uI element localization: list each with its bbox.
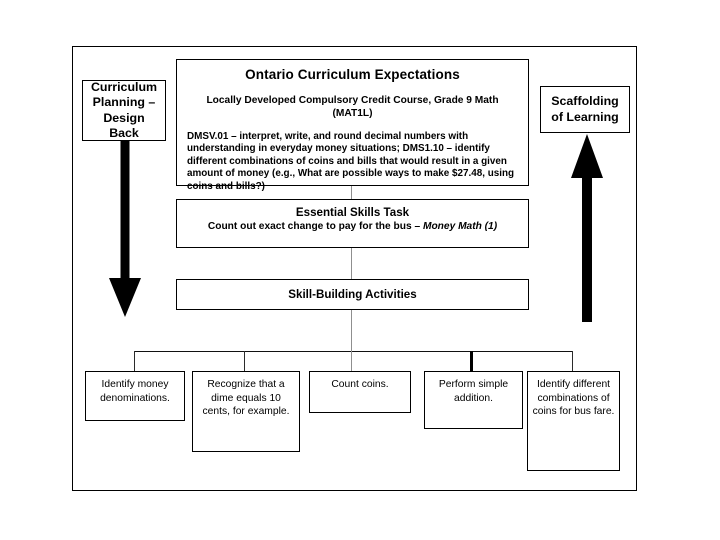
connector-drop-4 [470,351,473,372]
activity-label-1: Identify money denominations. [100,379,170,404]
connector-drop-5 [572,351,574,372]
activity-label-3: Count coins. [331,379,389,390]
curriculum-course-line: Locally Developed Compulsory Credit Cour… [206,95,499,119]
task-description-plain: Count out exact change to pay for the bu… [207,221,423,232]
activity-box-count-coins: Count coins. [309,371,411,413]
activity-label-4: Perform simple addition. [438,379,509,404]
down-arrow [108,141,142,317]
task-description: Count out exact change to pay for the bu… [177,220,528,234]
curriculum-heading: Ontario Curriculum Expectations [245,67,460,82]
right-label-line-2: of Learning [551,109,619,124]
connector-drop-1 [134,351,136,372]
activity-label-2: Recognize that a dime equals 10 cents, f… [202,379,290,418]
scaffolding-label-text: Scaffolding of Learning [551,94,618,125]
left-label-line-2: Planning – [92,95,156,109]
essential-skills-task-box: Essential Skills Task Count out exact ch… [176,199,529,248]
curriculum-planning-label-box: Curriculum Planning – Design Back [82,80,166,141]
right-label-line-1: Scaffolding [551,94,619,108]
connector-drop-3 [351,351,353,372]
connector-task-to-skills [351,248,353,280]
up-arrow [570,134,604,322]
connector-skills-to-bus [351,310,353,352]
connector-drop-2 [244,351,246,372]
task-description-italic: Money Math (1) [422,221,498,232]
activity-box-coin-combinations-bus-fare: Identify different combinations of coins… [527,371,620,471]
activity-box-dime-equals-ten-cents: Recognize that a dime equals 10 cents, f… [192,371,300,452]
left-label-line-3: Design [103,110,145,125]
connector-bus-bar [134,351,573,353]
ontario-curriculum-expectations-box: Ontario Curriculum Expectations Locally … [176,59,529,192]
skills-heading: Skill-Building Activities [288,288,417,301]
activity-box-identify-money-denominations: Identify money denominations. [85,371,185,421]
curriculum-planning-label-text: Curriculum Planning – Design Back [91,80,157,142]
scaffolding-of-learning-label-box: Scaffolding of Learning [540,86,630,133]
left-label-line-1: Curriculum [90,79,158,94]
left-label-line-4: Back [109,126,139,140]
activity-box-perform-simple-addition: Perform simple addition. [424,371,523,429]
skill-building-activities-box: Skill-Building Activities [176,279,529,310]
curriculum-expectations-text: DMSV.01 – interpret, write, and round de… [187,131,515,192]
task-heading: Essential Skills Task [295,206,410,219]
activity-label-5: Identify different combinations of coins… [532,379,615,418]
connector-curriculum-to-task [351,186,353,200]
